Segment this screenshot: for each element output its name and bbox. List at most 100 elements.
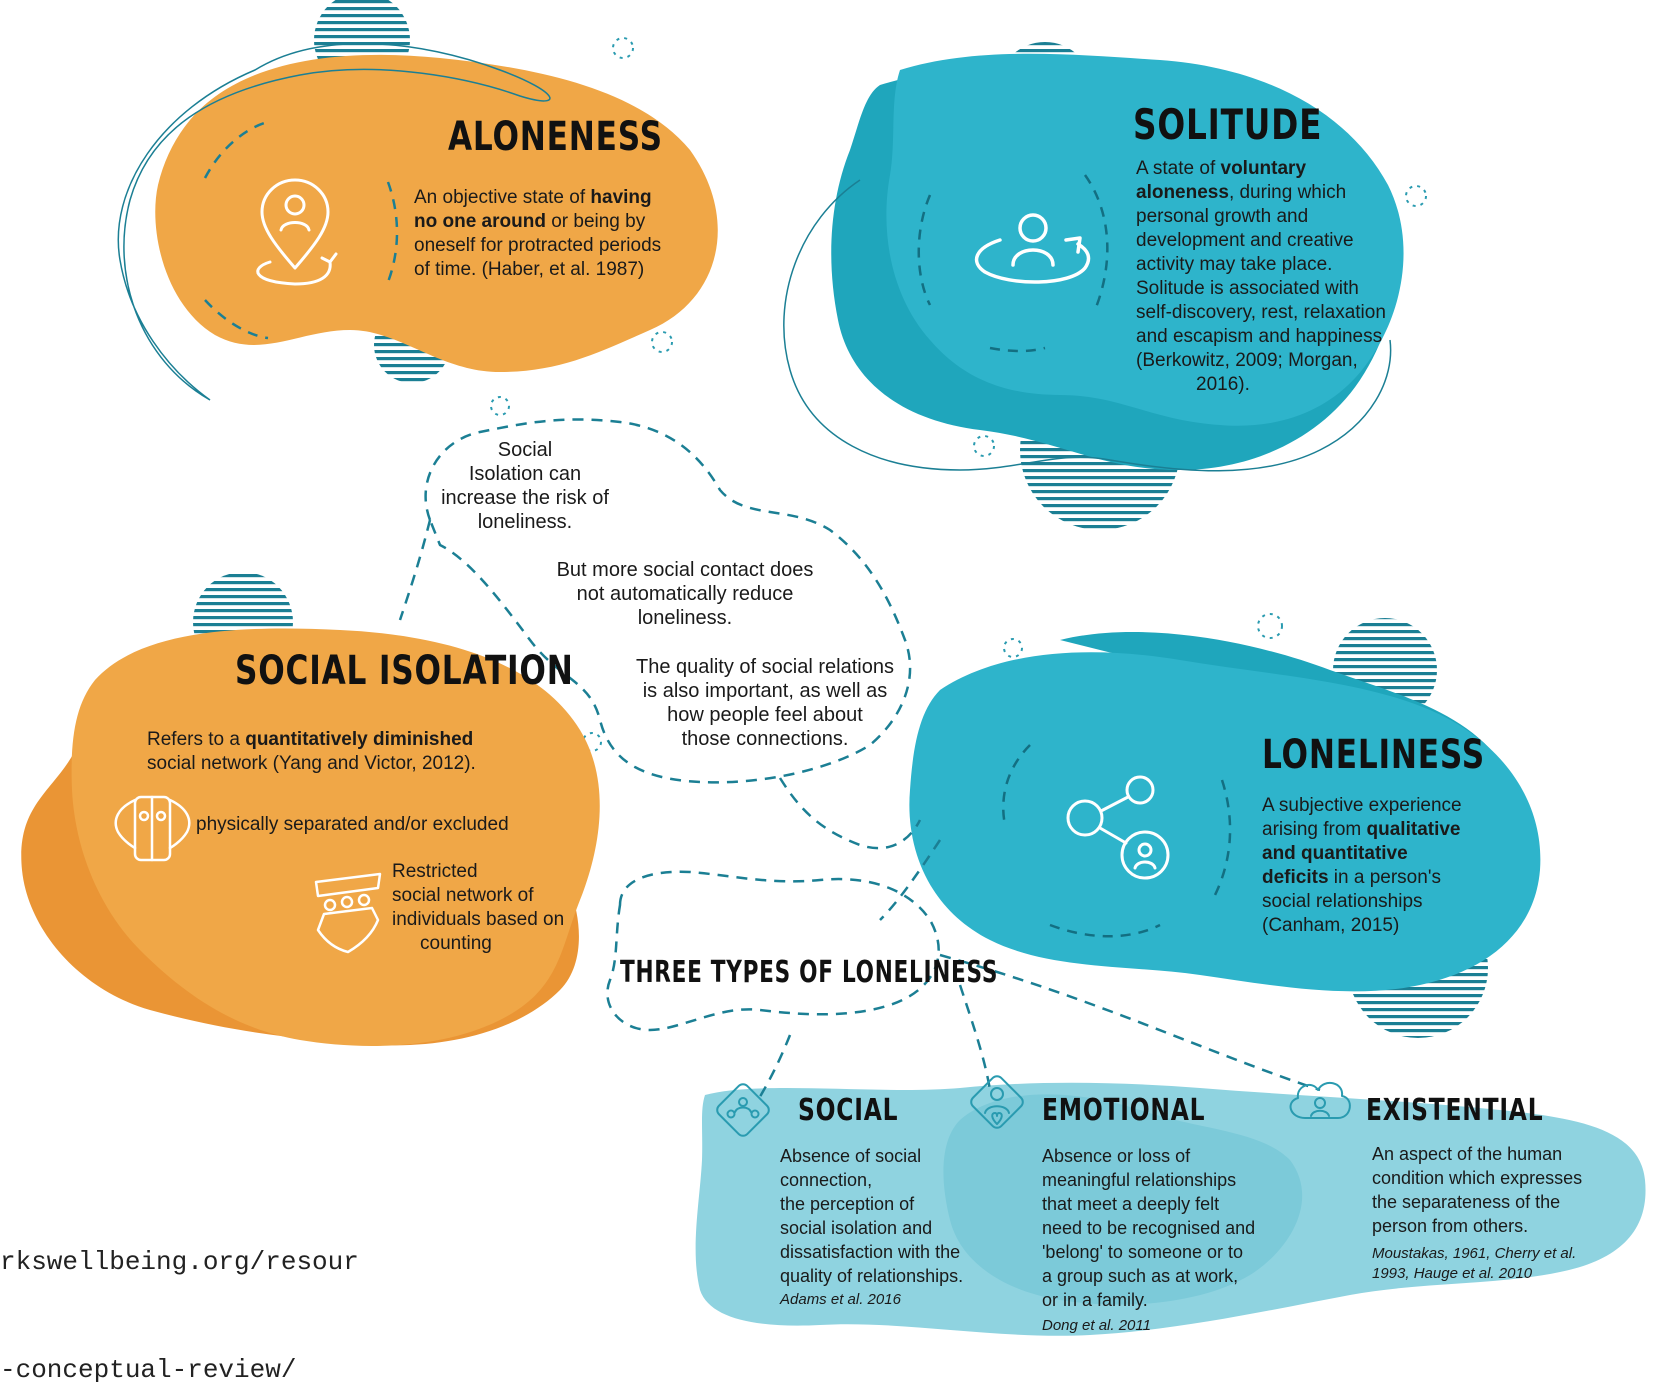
solitude-title: SOLITUDE — [1133, 100, 1323, 149]
text: , during which — [1228, 182, 1347, 203]
type-emotional-title: EMOTIONAL — [1042, 1093, 1206, 1128]
dashed-arc — [989, 346, 1046, 353]
text: A state of — [1136, 158, 1221, 179]
citation: Moustakas, 1961, Cherry et al. — [1372, 1245, 1577, 1262]
text: development and creative — [1136, 230, 1354, 251]
loneliness-blob — [909, 652, 1541, 992]
aloneness-outline — [117, 42, 551, 401]
solitude-blob — [886, 53, 1404, 426]
emphasis: deficits — [1262, 867, 1329, 888]
text: loneliness. — [637, 607, 733, 629]
text: Absence of social — [780, 1146, 922, 1166]
text: But more social contact does — [556, 559, 814, 581]
text: personal growth and — [1136, 206, 1309, 227]
text: a group such as at work, — [1042, 1266, 1239, 1286]
text: Solitude is associated with — [1136, 278, 1359, 299]
social-isolation-item-1: physically separated and/or excluded — [196, 814, 509, 835]
middle-text-3: The quality of social relations is also … — [600, 655, 930, 751]
text: social network (Yang and Victor, 2012). — [147, 753, 476, 774]
text: self-discovery, rest, relaxation — [1136, 302, 1386, 323]
person-location-pin-icon — [256, 178, 338, 286]
text: Social — [497, 439, 553, 461]
type-social-description: Absence of social connection, the percep… — [780, 1144, 1000, 1310]
dashed-arc — [1049, 923, 1161, 938]
citation: 1993, Hauge et al. 2010 — [1372, 1265, 1533, 1282]
text: activity may take place. — [1136, 254, 1333, 275]
aloneness-title: ALONENESS — [448, 114, 663, 160]
dashed-arc — [203, 120, 269, 179]
loneliness-description: A subjective experience arising from qua… — [1262, 794, 1522, 938]
middle-text-2: But more social contact does not automat… — [520, 558, 850, 630]
text: and escapism and happiness — [1136, 326, 1383, 347]
person-circle-arrow-icon — [974, 213, 1091, 284]
emphasis: qualitative — [1366, 819, 1461, 840]
separated-people-icon — [114, 795, 191, 862]
social-isolation-blob — [71, 628, 600, 1046]
emphasis: no one around — [414, 211, 546, 232]
text: The quality of social relations — [636, 656, 894, 678]
text: increase the risk of — [441, 487, 609, 509]
dashed-arc — [1002, 744, 1031, 826]
text: loneliness. — [477, 511, 573, 533]
text: arising from — [1262, 819, 1367, 840]
text: the perception of — [780, 1194, 915, 1214]
middle-text-1: Social Isolation can increase the risk o… — [410, 438, 640, 534]
loneliness-title: LONELINESS — [1262, 732, 1485, 778]
url-fragment: rkswellbeing.org/resour -conceptual-revi… — [0, 1172, 359, 1382]
group-network-icon — [314, 872, 382, 954]
dashed-arc — [917, 194, 932, 306]
types-band-overlap — [943, 1094, 1303, 1305]
emphasis: aloneness — [1136, 182, 1229, 203]
text: social relationships — [1262, 891, 1423, 912]
text: (Canham, 2015) — [1262, 915, 1400, 936]
citation: Dong et al. 2011 — [1042, 1317, 1151, 1334]
share-network-person-icon — [1066, 775, 1170, 880]
text: in a person's — [1328, 867, 1441, 888]
text: person from others. — [1372, 1216, 1529, 1236]
text: 'belong' to someone or to — [1042, 1242, 1244, 1262]
social-isolation-title: SOCIAL ISOLATION — [235, 648, 574, 694]
text: A subjective experience — [1262, 795, 1462, 816]
text: is also important, as well as — [642, 680, 888, 702]
citation: Adams et al. 2016 — [780, 1291, 901, 1308]
group-people-icon — [716, 1083, 770, 1137]
text: oneself for protracted periods — [414, 235, 662, 256]
dashed-arc — [204, 299, 269, 340]
text: that meet a deeply felt — [1042, 1194, 1220, 1214]
aloneness-blob — [155, 54, 718, 373]
text: Restricted — [392, 861, 478, 882]
person-cloud-icon — [1289, 1081, 1351, 1119]
dashed-connectors — [398, 418, 1321, 1101]
text: of time. (Haber, et al. 1987) — [414, 259, 645, 280]
text: Isolation can — [468, 463, 582, 485]
text: meaningful relationships — [1042, 1170, 1237, 1190]
text: not automatically reduce — [576, 583, 794, 605]
text: individuals based on — [392, 909, 565, 930]
text: (Berkowitz, 2009; Morgan, — [1136, 350, 1358, 371]
type-existential-description: An aspect of the human condition which e… — [1372, 1142, 1642, 1284]
type-emotional-description: Absence or loss of meaningful relationsh… — [1042, 1144, 1302, 1336]
text: Absence or loss of — [1042, 1146, 1191, 1166]
url-line: rkswellbeing.org/resour — [0, 1247, 359, 1277]
text: Refers to a — [147, 729, 246, 750]
emphasis: quantitatively diminished — [245, 729, 474, 750]
text: those connections. — [681, 728, 849, 750]
text: condition which expresses — [1372, 1168, 1583, 1188]
text: connection, — [780, 1170, 873, 1190]
emphasis: and quantitative — [1262, 843, 1408, 864]
text: the separateness of the — [1372, 1192, 1561, 1212]
emphasis: voluntary — [1220, 158, 1307, 179]
text: dissatisfaction with the — [780, 1242, 961, 1262]
text: quality of relationships. — [780, 1266, 964, 1286]
person-heart-icon — [970, 1075, 1024, 1129]
text: or being by — [545, 211, 646, 232]
text: social network of — [392, 885, 534, 906]
social-isolation-description: Refers to a quantitatively diminished so… — [147, 728, 567, 776]
three-types-title: THREE TYPES OF LONELINESS — [620, 955, 999, 990]
social-isolation-item-2: Restricted social network of individuals… — [392, 860, 592, 956]
url-line: -conceptual-review/ — [0, 1355, 297, 1382]
text: social isolation and — [780, 1218, 933, 1238]
dashed-arc — [386, 181, 399, 283]
